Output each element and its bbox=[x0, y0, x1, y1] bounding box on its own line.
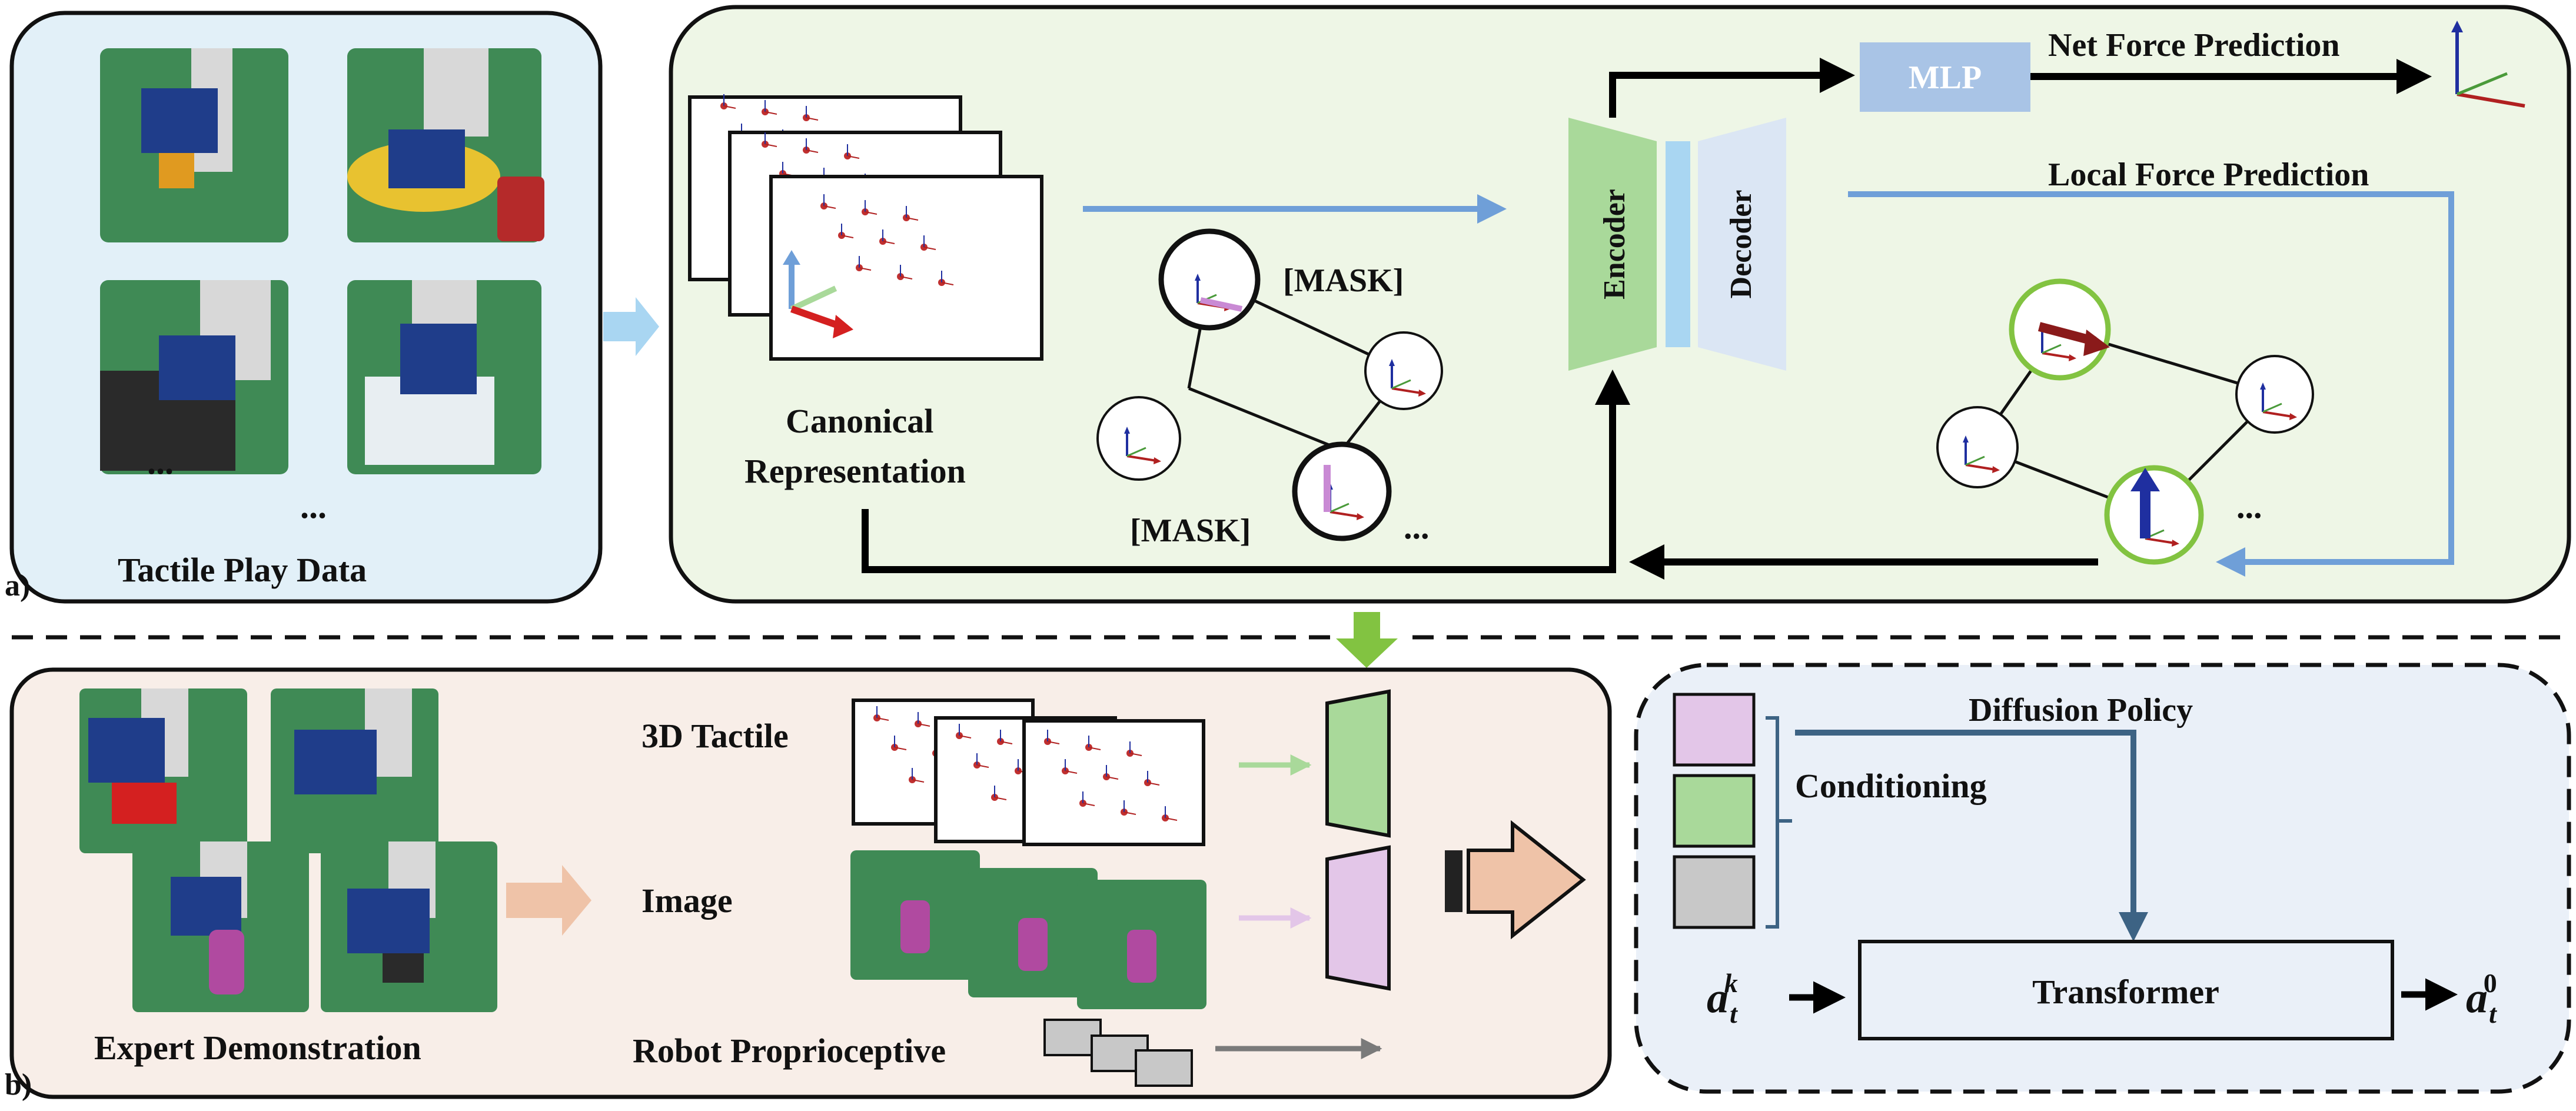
decoder-block bbox=[1698, 118, 1786, 371]
pred-node-left bbox=[1936, 406, 2019, 488]
mask-label-bottom: [MASK] bbox=[1130, 513, 1251, 549]
diffusion-policy-panel: Diffusion Policy Conditioning Transforme… bbox=[1634, 663, 2571, 1094]
play-to-pretrain-arrow bbox=[603, 297, 659, 356]
tactile-play-data-panel: ... ... Tactile Play Data bbox=[9, 11, 603, 604]
canonical-frames-stack bbox=[688, 94, 1043, 361]
masked-graph bbox=[1096, 228, 1443, 541]
conditioning-to-transformer-arrow bbox=[1795, 730, 2148, 942]
tactile-play-data-label: Tactile Play Data bbox=[118, 551, 367, 589]
conditioning-label: Conditioning bbox=[1795, 767, 1987, 805]
pred-node-right bbox=[2235, 355, 2314, 434]
diffusion-policy-label: Diffusion Policy bbox=[1969, 692, 2193, 729]
masked-node-bottom bbox=[1292, 441, 1392, 541]
transformer-label: Transformer bbox=[2032, 973, 2219, 1011]
image-encoder-block bbox=[1325, 845, 1391, 991]
play-data-ellipsis-left: ... bbox=[147, 443, 174, 481]
canonical-label-line2: Representation bbox=[744, 452, 966, 490]
graph-ellipsis: ... bbox=[1404, 508, 1430, 546]
latent-bar bbox=[1666, 141, 1690, 347]
mlp-label: MLP bbox=[1909, 59, 1982, 96]
panel-a-tag: a) bbox=[5, 569, 30, 603]
masked-node-top bbox=[1158, 228, 1261, 331]
tactile-frames-stack bbox=[852, 698, 1205, 846]
mlp-block bbox=[1860, 42, 2030, 112]
demo-to-inputs-arrow bbox=[506, 865, 591, 936]
canonical-label-line1: Canonical bbox=[786, 402, 933, 440]
mask-label-top: [MASK] bbox=[1283, 262, 1404, 299]
play-data-ellipsis-right: ... bbox=[300, 487, 327, 525]
local-force-path bbox=[1848, 191, 2454, 577]
action-output: at0 bbox=[2466, 968, 2497, 1029]
decoder-label: Decoder bbox=[1724, 190, 1758, 299]
proprio-stack bbox=[1043, 1019, 1193, 1087]
node-right bbox=[1364, 331, 1443, 410]
image-input-label: Image bbox=[641, 882, 733, 920]
proprio-input-label: Robot Proprioceptive bbox=[633, 1032, 946, 1070]
cond-tactile-feature bbox=[1673, 693, 1756, 767]
action-input: atk bbox=[1707, 968, 1738, 1029]
expert-demo-label: Expert Demonstration bbox=[94, 1029, 421, 1067]
node-left bbox=[1096, 396, 1181, 481]
local-force-label: Local Force Prediction bbox=[2048, 157, 2369, 193]
cond-image-feature bbox=[1673, 774, 1756, 848]
net-force-axes-icon bbox=[2451, 21, 2525, 108]
net-force-label: Net Force Prediction bbox=[2048, 27, 2340, 64]
features-to-policy-arrow bbox=[1445, 820, 1586, 940]
image-frames-stack bbox=[850, 850, 1206, 1009]
tactile-input-label: 3D Tactile bbox=[641, 717, 789, 755]
pred-ellipsis: ... bbox=[2236, 487, 2262, 525]
predicted-graph bbox=[1936, 278, 2314, 565]
transformer-block bbox=[1858, 940, 2394, 1040]
pretraining-panel: Canonical Representation [MASK] [MASK] .… bbox=[669, 5, 2571, 604]
encoder-to-mlp-arrow bbox=[1609, 58, 1855, 118]
encoder-label: Encoder bbox=[1598, 189, 1631, 300]
tactile-encoder-block bbox=[1325, 689, 1391, 838]
policy-inputs-panel: Expert Demonstration 3D Tactile Image Ro… bbox=[9, 667, 1612, 1099]
panel-b-tag: b) bbox=[5, 1068, 32, 1102]
pretrain-to-policy-arrow bbox=[1336, 612, 1398, 668]
canonical-loop-arrow bbox=[862, 370, 1630, 573]
encoder-block bbox=[1568, 118, 1657, 371]
cond-proprio-feature bbox=[1673, 855, 1756, 929]
